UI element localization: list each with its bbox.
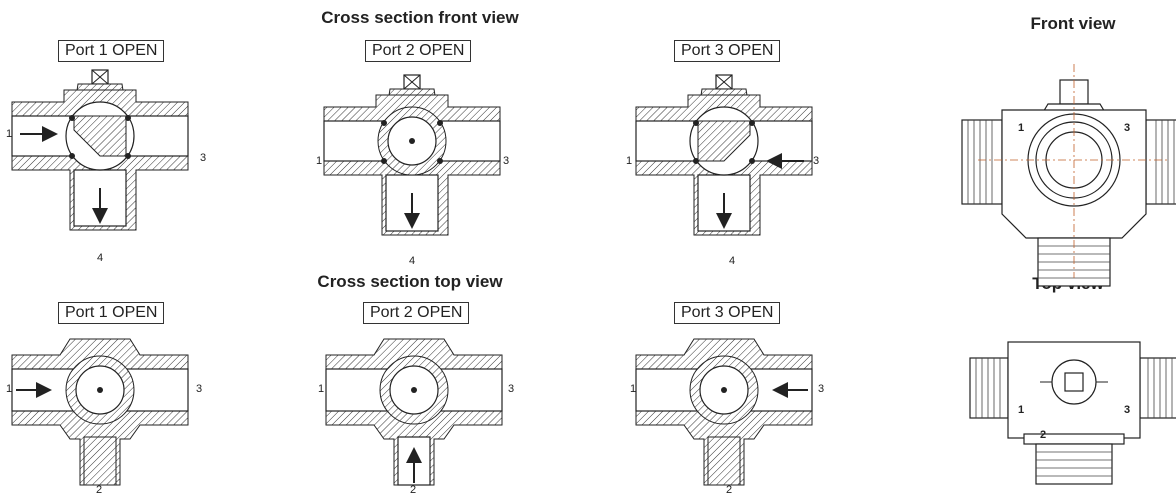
heading-cross-section-top: Cross section top view (317, 272, 503, 291)
top-port3-label: Port 3 OPEN (674, 302, 781, 324)
topview-port-1-number: 1 (1018, 404, 1025, 416)
top-view-valve (969, 341, 1176, 485)
front2-port-3-number: 3 (503, 155, 510, 167)
top-section-port1 (11, 338, 189, 486)
top2-port-2-number: 2 (410, 484, 417, 496)
topview-port-2-number: 2 (1040, 429, 1047, 441)
heading-front-view: Front view (1030, 14, 1116, 33)
front1-port-4-number: 4 (97, 252, 104, 264)
front-section-port3 (635, 74, 813, 236)
top2-port-1-number: 1 (318, 383, 325, 395)
top2-port-3-number: 3 (508, 383, 515, 395)
front3-port-4-number: 4 (729, 255, 736, 267)
front1-port-3-number: 3 (200, 152, 207, 164)
topview-port-3-number: 3 (1124, 404, 1131, 416)
top1-port-2-number: 2 (96, 484, 103, 496)
front-port3-label: Port 3 OPEN (674, 40, 781, 62)
front-section-port1 (11, 69, 189, 231)
top-section-port3 (635, 338, 813, 486)
front-section-port2 (323, 74, 501, 236)
top3-port-3-number: 3 (818, 383, 825, 395)
front-port1-label: Port 1 OPEN (58, 40, 165, 62)
front2-port-4-number: 4 (409, 255, 416, 267)
top3-port-1-number: 1 (630, 383, 637, 395)
front-view-valve (961, 64, 1176, 287)
heading-cross-section-front: Cross section front view (321, 8, 519, 27)
front1-port-1-number: 1 (6, 128, 13, 140)
front-port2-label: Port 2 OPEN (365, 40, 472, 62)
frontview-port-1-number: 1 (1018, 122, 1025, 134)
top-section-port2 (325, 338, 503, 486)
top1-port-3-number: 3 (196, 383, 203, 395)
top3-port-2-number: 2 (726, 484, 733, 496)
top-port1-label: Port 1 OPEN (58, 302, 165, 324)
front2-port-1-number: 1 (316, 155, 323, 167)
front3-port-1-number: 1 (626, 155, 633, 167)
top-port2-label: Port 2 OPEN (363, 302, 470, 324)
top1-port-1-number: 1 (6, 383, 13, 395)
front3-port-3-number: 3 (813, 155, 820, 167)
frontview-port-3-number: 3 (1124, 122, 1131, 134)
